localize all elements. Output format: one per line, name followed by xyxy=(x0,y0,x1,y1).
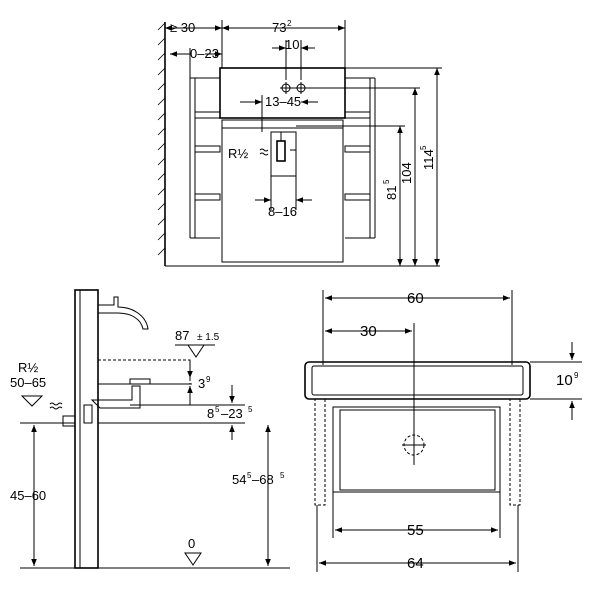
top-width-label: 73 xyxy=(272,20,286,35)
drain-icon xyxy=(402,433,426,457)
height-81-sup: 5 xyxy=(382,179,391,184)
basin-profile xyxy=(97,359,191,385)
height-range-a: 54 xyxy=(232,472,246,487)
height-range-b-sup: 5 xyxy=(280,471,285,480)
right-frame-leg xyxy=(509,398,521,506)
drain-wavy-icon xyxy=(259,148,269,156)
frame-width-label: 64 xyxy=(407,555,424,572)
side-view: 87 ± 1.5 3 9 8 5 –23 5 R½ 50–65 45–60 54… xyxy=(10,289,290,569)
right-shelf-frame xyxy=(344,77,376,239)
drain-range-a-sup: 5 xyxy=(215,405,220,414)
left-frame-leg xyxy=(314,398,326,506)
supply-level-marker xyxy=(20,395,44,407)
supply-wavy-icon xyxy=(49,402,63,410)
front-view: ≥ 30 73 2 10 0–23 13–45 R½ 8–16 81 5 104… xyxy=(157,19,442,267)
tap-range-label: 13–45 xyxy=(265,94,301,109)
wall-gap-label: ≥ 30 xyxy=(170,20,195,35)
top-width-sup: 2 xyxy=(287,19,292,28)
floor-level-marker xyxy=(184,552,202,566)
depth-sup: 9 xyxy=(206,375,211,384)
drain-range-b: –23 xyxy=(221,406,243,421)
side-panel xyxy=(74,289,99,569)
drain-range-b-sup: 5 xyxy=(248,405,253,414)
supply-range-label: 50–65 xyxy=(10,375,46,390)
siphon xyxy=(90,385,141,409)
rim-tolerance-label: ± 1.5 xyxy=(197,332,220,343)
height-81-label: 81 xyxy=(384,186,399,200)
drain-siphon xyxy=(270,131,297,177)
supply-height-label: 45–60 xyxy=(10,488,46,503)
height-114-label: 114 xyxy=(421,149,436,170)
rim-height-label: 87 xyxy=(175,328,189,343)
center-offset-label: 30 xyxy=(360,323,377,340)
floor-level-label: 0 xyxy=(188,536,195,551)
drain-range-a: 8 xyxy=(207,406,214,421)
supply-thread-label: R½ xyxy=(18,360,38,375)
washbasin-top xyxy=(219,67,346,119)
drain-thread-label: R½ xyxy=(228,146,248,161)
outer-width-label: 60 xyxy=(407,290,424,307)
left-shelf-frame xyxy=(189,77,221,239)
top-view: 60 30 10 9 55 xyxy=(304,290,582,572)
basin-top-outline xyxy=(304,361,531,400)
depth-label: 3 xyxy=(198,376,205,391)
tap-spacing-label: 10 xyxy=(285,37,299,52)
offset-range-label: 0–23 xyxy=(190,46,219,61)
height-range-a-sup: 5 xyxy=(247,471,252,480)
inner-width-label: 55 xyxy=(407,522,424,539)
thickness-label: 10 xyxy=(556,372,573,389)
drain-range-label: 8–16 xyxy=(268,204,297,219)
height-104-label: 104 xyxy=(399,162,414,184)
thickness-sup: 9 xyxy=(574,371,579,380)
wall-hatch xyxy=(157,22,166,256)
height-range-b: –68 xyxy=(252,472,274,487)
height-114-sup: 5 xyxy=(419,145,428,150)
tap-spout xyxy=(97,296,149,330)
basin-bowl xyxy=(332,406,501,493)
rim-level-marker xyxy=(187,344,205,358)
